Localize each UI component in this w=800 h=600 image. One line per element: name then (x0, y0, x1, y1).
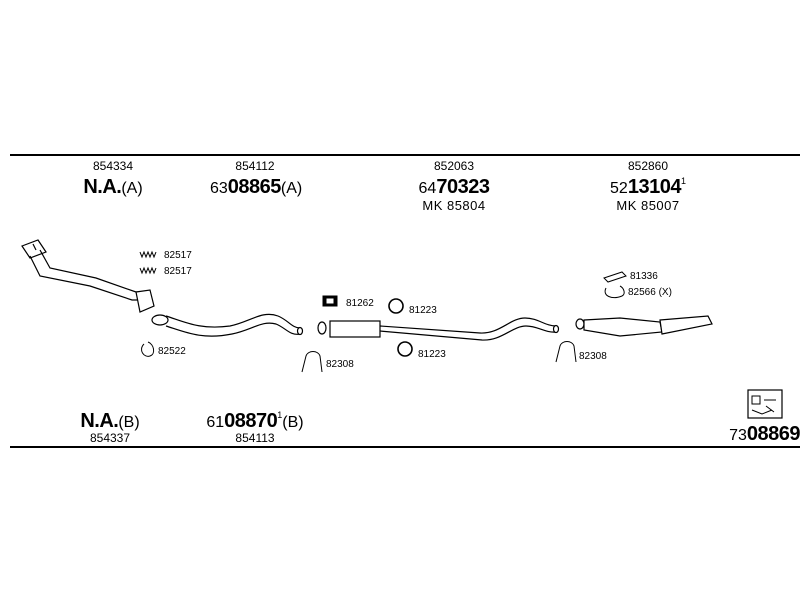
part-code: 854112 (235, 159, 275, 173)
ring-icon (397, 341, 413, 357)
variant-suffix: (A) (121, 180, 143, 197)
u-clamp-icon (301, 351, 323, 373)
superscript: 1 (680, 176, 686, 186)
part-81262: 81262 (346, 298, 374, 309)
part-81336: 81336 (630, 271, 658, 282)
variant-suffix: (B) (118, 414, 140, 431)
part-82517-b: 82517 (164, 266, 192, 277)
col1-bottom-label: N.A.(B) 854337 (75, 411, 145, 444)
col2-top-label: 854112 6308865(A) (210, 159, 303, 198)
kit-prefix: 73 (729, 427, 747, 444)
bracket-icon (603, 271, 627, 283)
part-82517-a: 82517 (164, 250, 192, 261)
front-pipe (151, 313, 304, 337)
gasket-icon (139, 250, 157, 275)
part-82566: 82566 (X) (628, 287, 672, 298)
part-82522: 82522 (158, 346, 186, 357)
part-code: 852063 (433, 159, 475, 173)
part-code: 854334 (92, 159, 134, 173)
ring-icon (388, 298, 404, 314)
col2-bottom-title: 61088701(B) (205, 410, 305, 432)
col4-title: 52131041 (598, 176, 698, 198)
top-rule (10, 154, 800, 156)
code-bold: 13104 (627, 176, 682, 198)
col3-title: 6470323 (404, 177, 504, 197)
na-text: N.A. (83, 176, 122, 198)
part-82308-b: 82308 (579, 351, 607, 362)
clamp-icon (141, 341, 155, 357)
col1-top-label: 854334 N.A.(A) (78, 160, 148, 197)
na-text: N.A. (80, 410, 119, 432)
code-prefix: 61 (206, 414, 225, 431)
middle-silencer (317, 317, 560, 341)
mount-icon (322, 295, 338, 307)
mk-code: MK 85804 (422, 198, 486, 213)
kit-label: 7308869 (712, 424, 800, 444)
part-82308-a: 82308 (326, 359, 354, 370)
code-prefix: 52 (610, 180, 628, 197)
kit-code: 08869 (746, 423, 800, 445)
code-bold: 08870 (224, 410, 278, 432)
u-clamp-icon (555, 341, 577, 363)
part-81223-a: 81223 (409, 305, 437, 316)
rear-silencer (575, 315, 713, 337)
part-code: 854337 (89, 431, 131, 445)
variant-suffix: (B) (282, 414, 304, 431)
code-prefix: 63 (210, 180, 228, 197)
front-downpipe (21, 239, 155, 313)
mk-code: MK 85007 (616, 198, 680, 213)
part-code: 852860 (627, 159, 669, 173)
code-bold: 70323 (436, 176, 490, 198)
bottom-rule (10, 446, 800, 448)
col2-title: 6308865(A) (210, 176, 303, 198)
part-81223-b: 81223 (418, 349, 446, 360)
code-prefix: 64 (418, 180, 437, 197)
superscript: 1 (277, 410, 283, 420)
col1-title: N.A.(A) (78, 177, 148, 197)
kit-box-icon (747, 389, 783, 419)
col2-bottom-label: 61088701(B) 854113 (205, 410, 305, 445)
col3-top-label: 852063 6470323 MK 85804 (404, 160, 504, 212)
part-code: 854113 (235, 431, 275, 445)
hanger-icon (604, 285, 625, 299)
col1-bottom-title: N.A.(B) (75, 411, 145, 431)
variant-suffix: (A) (280, 180, 303, 197)
code-bold: 08865 (227, 176, 282, 198)
col4-top-label: 852860 52131041 MK 85007 (598, 160, 698, 212)
